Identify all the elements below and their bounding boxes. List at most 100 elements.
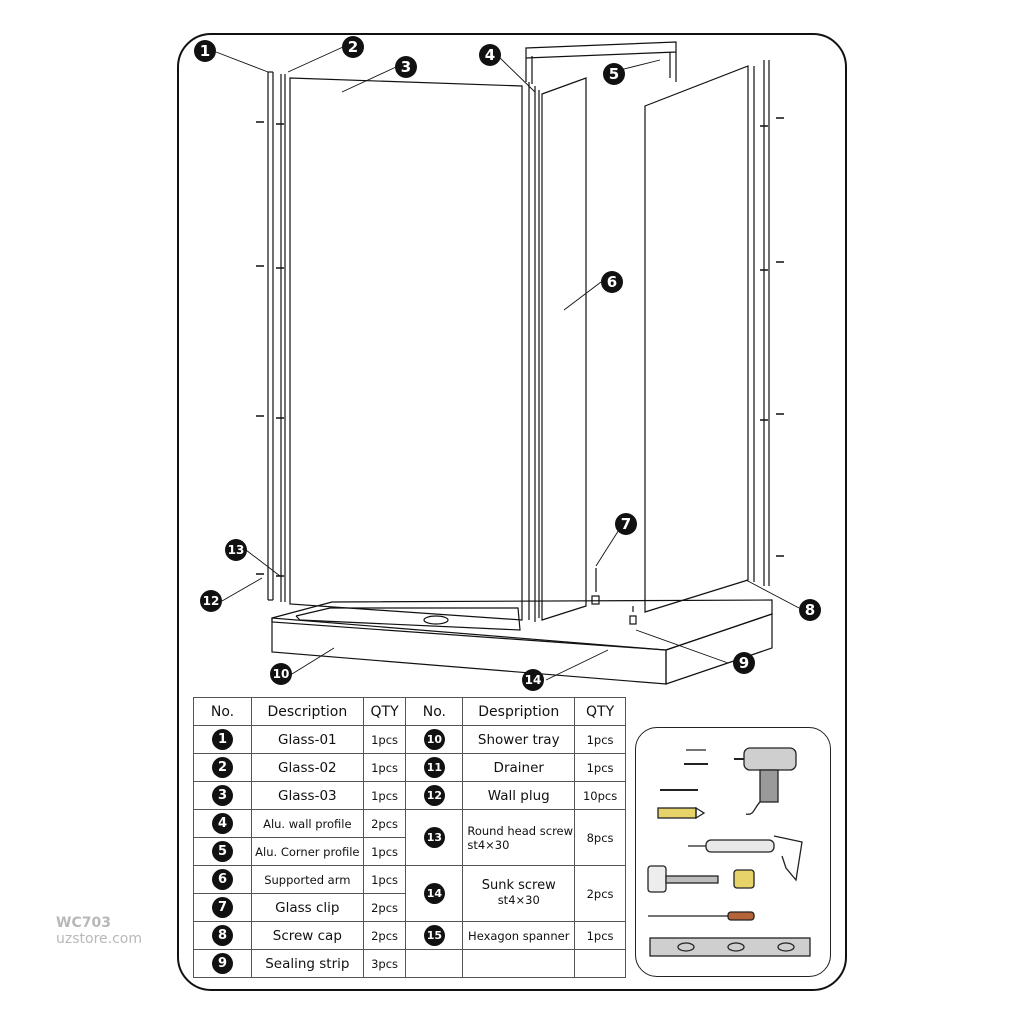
callout-5: 4 — [479, 44, 501, 66]
part-description: Sunk screw — [481, 878, 556, 893]
svg-text:14: 14 — [525, 673, 542, 687]
callout-13: 13 — [225, 539, 247, 561]
part-description: Alu. Corner profile — [250, 837, 364, 866]
svg-text:12: 12 — [203, 594, 220, 608]
part-description: Supported arm — [250, 865, 364, 894]
callout-7: 9 — [733, 652, 755, 674]
part-number-badge: 4 — [211, 813, 233, 834]
part-qty: 1pcs — [362, 865, 407, 894]
header-description-2: Despription — [462, 697, 576, 726]
right-wall-screws — [760, 117, 784, 557]
part-number-badge: 13 — [423, 827, 445, 848]
svg-text:7: 7 — [621, 515, 631, 533]
instruction-sheet-border — [177, 33, 847, 991]
part-qty: 2pcs — [574, 865, 626, 922]
part-description: Glass clip — [250, 893, 364, 922]
part-description: Shower tray — [462, 725, 576, 754]
part-description: Drainer — [462, 753, 576, 782]
callout-6: 5 — [603, 63, 625, 85]
svg-text:1: 1 — [200, 42, 210, 60]
part-qty: 8pcs — [574, 809, 626, 866]
part-qty: 2pcs — [362, 809, 407, 838]
table-row: 7 Glass clip 2pcs — [193, 893, 626, 922]
right-wall-profile — [753, 60, 770, 586]
model-code: WC703 — [56, 915, 111, 931]
part-number-badge: 3 — [211, 785, 233, 806]
drill-bits-icon — [684, 749, 708, 765]
part-number-badge: 1 — [211, 729, 233, 750]
part-number-badge: 5 — [211, 841, 233, 862]
part-qty: 1pcs — [362, 837, 407, 866]
part-description: Sealing strip — [250, 949, 364, 978]
required-tools-panel — [635, 727, 831, 977]
part-number-badge: 12 — [423, 785, 445, 806]
part-number-badge: 10 — [423, 729, 445, 750]
callout-10: 10 — [270, 663, 292, 685]
shower-tray — [271, 599, 773, 685]
table-row: 4 Alu. wall profile 2pcs 13 Round head s… — [193, 809, 626, 866]
part-spec: st4×30 — [467, 837, 510, 852]
part-description: Glass-02 — [250, 753, 364, 782]
left-sealing-strip — [280, 74, 286, 602]
table-row: 8 Screw cap 2pcs 15 Hexagon spanner 1pcs — [193, 921, 626, 950]
left-wall-profile — [267, 71, 274, 601]
store-url: uzstore.com — [56, 931, 142, 947]
parts-list-table: No. Description QTY No. Despription QTY … — [193, 697, 626, 978]
callout-14: 14 — [522, 669, 544, 691]
screw-cap-parts — [591, 568, 637, 625]
part-number-badge: 8 — [211, 925, 233, 946]
callout-8: 7 — [615, 513, 637, 535]
part-number-badge: 9 — [211, 953, 233, 974]
spirit-level-icon — [649, 937, 811, 957]
svg-text:6: 6 — [607, 273, 617, 291]
part-qty: 1pcs — [574, 921, 626, 950]
part-description: Screw cap — [250, 921, 364, 950]
header-qty-2: QTY — [574, 697, 626, 726]
svg-text:3: 3 — [401, 58, 411, 76]
electric-drill-icon — [734, 747, 797, 815]
header-no: No. — [193, 697, 252, 726]
part-qty: 2pcs — [362, 921, 407, 950]
table-row: 9 Sealing strip 3pcs — [193, 949, 626, 978]
utility-knife-icon — [657, 806, 706, 820]
callout-4: 1 — [194, 40, 216, 62]
tape-measure-icon — [733, 869, 755, 889]
part-spec: st4×30 — [497, 893, 540, 907]
table-row: 3 Glass-03 1pcs 12 Wall plug 10pcs — [193, 781, 626, 810]
part-description: Round head screw — [467, 823, 574, 838]
callout-2: 6 — [601, 271, 623, 293]
screwdriver-icon — [648, 911, 755, 921]
callout-12: 12 — [200, 590, 222, 612]
part-qty: 2pcs — [362, 893, 407, 922]
corner-profile — [528, 82, 540, 622]
part-qty: 1pcs — [362, 725, 407, 754]
callout-1: 8 — [799, 599, 821, 621]
part-number-badge: 14 — [423, 883, 445, 904]
header-description: Description — [250, 697, 364, 726]
caulking-gun-icon — [688, 835, 803, 882]
table-header-row: No. Description QTY No. Despription QTY — [193, 697, 626, 726]
table-row: 2 Glass-02 1pcs 11 Drainer 1pcs — [193, 753, 626, 782]
rubber-mallet-icon — [647, 865, 719, 893]
glass-02-panel — [541, 77, 587, 621]
part-description: Alu. wall profile — [250, 809, 364, 838]
part-number-badge: 7 — [211, 897, 233, 918]
callout-9: 2 — [342, 36, 364, 58]
svg-text:8: 8 — [805, 601, 815, 619]
callout-3: 3 — [395, 56, 417, 78]
header-no-2: No. — [405, 697, 464, 726]
table-row: 1 Glass-01 1pcs 10 Shower tray 1pcs — [193, 725, 626, 754]
part-qty: 1pcs — [362, 753, 407, 782]
svg-text:13: 13 — [228, 543, 245, 557]
part-number-badge: 6 — [211, 869, 233, 890]
part-qty: 1pcs — [574, 725, 626, 754]
glass-01-panel — [644, 65, 749, 613]
svg-text:5: 5 — [609, 65, 619, 83]
svg-text:4: 4 — [485, 46, 495, 64]
glass-03-panel — [289, 77, 523, 621]
part-description: Wall plug — [462, 781, 576, 810]
part-qty: 3pcs — [362, 949, 407, 978]
part-description: Glass-01 — [250, 725, 364, 754]
part-description: Glass-03 — [250, 781, 364, 810]
